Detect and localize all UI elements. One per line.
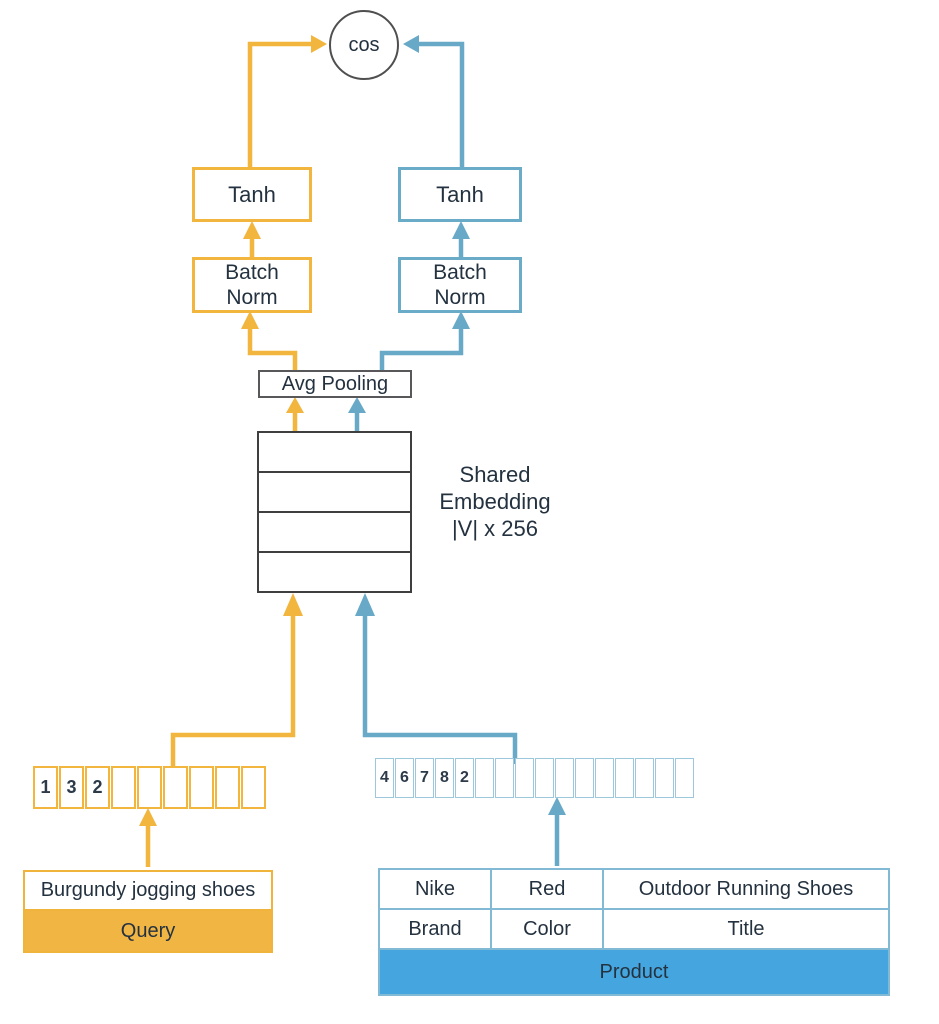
shared-embedding-label: Shared Embedding |V| x 256: [420, 461, 570, 542]
vector-cell: [675, 758, 694, 798]
vector-cell: 1: [33, 766, 58, 809]
avg-pooling-box: Avg Pooling: [258, 370, 412, 398]
product-arrowheads: [348, 35, 566, 815]
product-header-cell: Product: [380, 950, 888, 994]
query-tanh-box: Tanh: [192, 167, 312, 222]
product-wire-group: [354, 41, 560, 866]
arrowhead-into-matrix-left: [283, 593, 303, 616]
vector-cell: [635, 758, 654, 798]
vector-cell: [215, 766, 240, 809]
embedding-label-line1: Shared: [459, 462, 531, 487]
query-table: Burgundy jogging shoes Query: [23, 870, 273, 953]
product-tanh-to-cos-line: [417, 41, 465, 167]
vector-cell: [595, 758, 614, 798]
arrowhead-into-matrix-right: [355, 593, 375, 616]
embedding-row: [259, 513, 410, 553]
arrowhead-into-tanh-left: [243, 221, 261, 239]
arrowhead-into-qvector: [139, 808, 157, 826]
vector-cell: [575, 758, 594, 798]
arrowhead-into-cos-right: [403, 35, 419, 53]
cos-node: cos: [329, 10, 399, 80]
vector-cell: 7: [415, 758, 434, 798]
product-title-value: Outdoor Running Shoes: [604, 870, 888, 910]
product-header-label: Product: [599, 960, 669, 983]
query-token-vector: 1 3 2: [33, 766, 266, 809]
query-wire-group: [145, 41, 313, 867]
product-pool-to-bn-line: [379, 328, 464, 370]
arrowhead-into-bn-right: [452, 311, 470, 329]
product-table: Nike Red Outdoor Running Shoes Brand Col…: [378, 868, 890, 996]
vector-cell: [163, 766, 188, 809]
embedding-label-line3: |V| x 256: [451, 516, 539, 541]
vector-cell: [189, 766, 214, 809]
vector-cell: 4: [375, 758, 394, 798]
arrowhead-into-pool-right: [348, 397, 366, 413]
vector-cell: [515, 758, 534, 798]
product-tanh-box: Tanh: [398, 167, 522, 222]
vector-cell: 2: [85, 766, 110, 809]
query-pool-to-bn-line: [247, 328, 298, 370]
product-brand-field: Brand: [380, 910, 492, 950]
vector-cell: [555, 758, 574, 798]
vector-cell: [475, 758, 494, 798]
vector-cell: 6: [395, 758, 414, 798]
vector-cell: [111, 766, 136, 809]
query-text-cell: Burgundy jogging shoes: [25, 872, 271, 909]
vector-cell: [615, 758, 634, 798]
product-batch-norm-box: Batch Norm: [398, 257, 522, 313]
vector-cell: 2: [455, 758, 474, 798]
query-text: Burgundy jogging shoes: [40, 879, 256, 901]
cos-label: cos: [348, 33, 380, 56]
shared-embedding-matrix: [257, 431, 412, 593]
product-brand-value: Nike: [380, 870, 492, 910]
product-vector-to-matrix-line: [362, 610, 518, 764]
arrowhead-into-bn-left: [241, 311, 259, 329]
avg-pooling-label: Avg Pooling: [281, 372, 389, 395]
embedding-row: [259, 473, 410, 513]
vector-cell: 8: [435, 758, 454, 798]
query-batch-norm-box: Batch Norm: [192, 257, 312, 313]
query-header-label: Query: [120, 919, 176, 942]
product-bn-line2: Norm: [434, 286, 486, 309]
vector-cell: [535, 758, 554, 798]
vector-cell: 3: [59, 766, 84, 809]
product-title-field: Title: [604, 910, 888, 950]
embedding-row: [259, 433, 410, 473]
product-token-vector: 4 6 7 8 2: [375, 758, 694, 798]
arrowhead-into-pool-left: [286, 397, 304, 413]
query-vector-to-matrix-line: [170, 610, 296, 771]
vector-cell: [137, 766, 162, 809]
query-tanh-to-cos-line: [247, 41, 313, 167]
embedding-row: [259, 553, 410, 591]
vector-cell: [655, 758, 674, 798]
embedding-label-line2: Embedding: [439, 489, 551, 514]
product-tanh-label: Tanh: [436, 181, 484, 207]
product-bn-line1: Batch: [433, 261, 487, 284]
query-arrowheads: [139, 35, 327, 826]
product-color-value: Red: [492, 870, 604, 910]
product-fields-row: Brand Color Title: [380, 910, 888, 950]
vector-cell: [241, 766, 266, 809]
vector-cell: [495, 758, 514, 798]
product-color-field: Color: [492, 910, 604, 950]
query-bn-line2: Norm: [226, 286, 278, 309]
arrowhead-into-pvector: [548, 797, 566, 815]
arrowhead-into-tanh-right: [452, 221, 470, 239]
arrowhead-into-cos-left: [311, 35, 327, 53]
query-header-cell: Query: [25, 909, 271, 951]
query-tanh-label: Tanh: [228, 181, 276, 207]
query-bn-line1: Batch: [225, 261, 279, 284]
product-values-row: Nike Red Outdoor Running Shoes: [380, 870, 888, 910]
